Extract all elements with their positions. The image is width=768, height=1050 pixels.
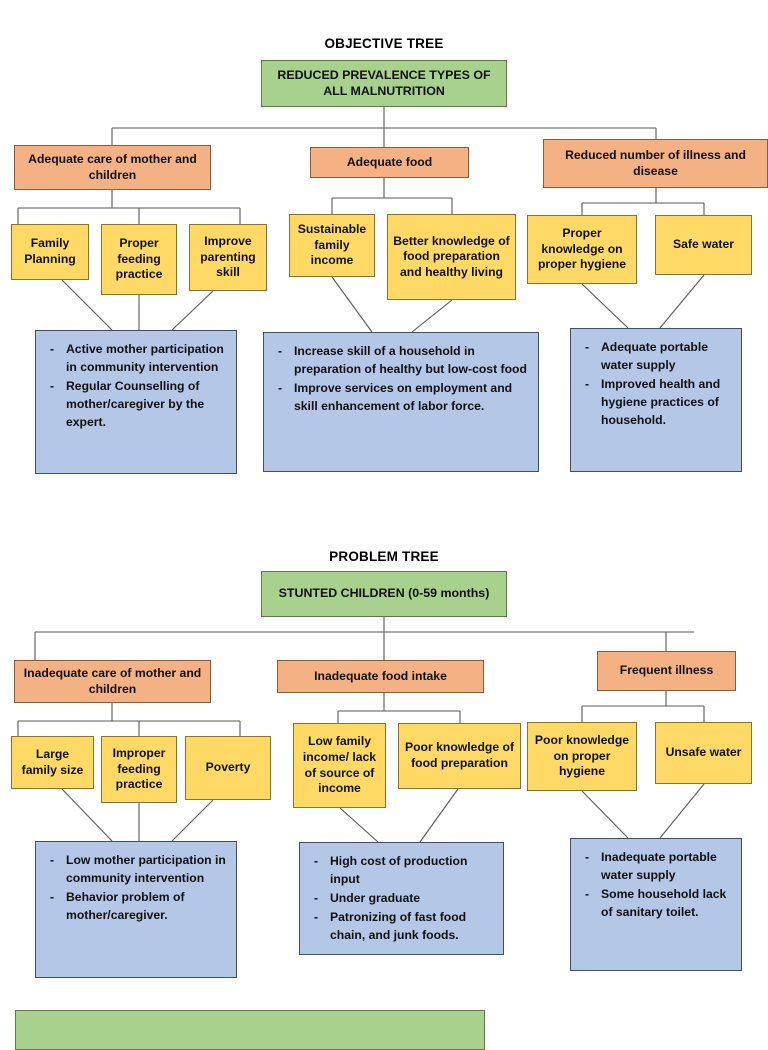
problem-root-box: STUNTED CHILDREN (0-59 months): [261, 571, 507, 617]
problem-b2-child-2: Poor knowledge of food preparation: [398, 723, 521, 789]
list-item: Improve services on employment and skill…: [272, 379, 528, 415]
problem-b1-outcome-box: Low mother participation in community in…: [35, 841, 237, 978]
problem-tree-title: PROBLEM TREE: [329, 549, 439, 564]
problem-branch-1-heading: Inadequate care of mother and children: [14, 660, 211, 703]
objective-branch-1-heading: Adequate care of mother and children: [14, 145, 211, 190]
third-tree-root-box: [15, 1010, 485, 1050]
objective-b2-child-2: Better knowledge of food preparation and…: [387, 214, 516, 300]
list-item: Adequate portable water supply: [579, 338, 731, 374]
objective-b1-child-2: Proper feeding practice: [101, 224, 177, 295]
objective-b2-outcome-box: Increase skill of a household in prepara…: [263, 332, 539, 472]
objective-b2-outcome-list: Increase skill of a household in prepara…: [272, 342, 528, 415]
objective-b1-outcome-box: Active mother participation in community…: [35, 330, 237, 474]
objective-b3-outcome-box: Adequate portable water supply Improved …: [570, 328, 742, 472]
problem-b1-outcome-list: Low mother participation in community in…: [44, 851, 226, 924]
list-item: Patronizing of fast food chain, and junk…: [308, 908, 493, 944]
objective-b3-child-1: Proper knowledge on proper hygiene: [527, 215, 637, 284]
problem-b1-child-1: Large family size: [11, 736, 94, 789]
objective-b2-child-1: Sustainable family income: [289, 214, 375, 277]
list-item: Active mother participation in community…: [44, 340, 226, 376]
diagram-canvas: OBJECTIVE TREE REDUCED PREVALENCE TYPES …: [0, 0, 768, 1024]
objective-root-box: REDUCED PREVALENCE TYPES OF ALL MALNUTRI…: [261, 60, 507, 107]
problem-b1-child-2: Improper feeding practice: [101, 736, 177, 803]
list-item: Some household lack of sanitary toilet.: [579, 885, 731, 921]
list-item: Under graduate: [308, 889, 493, 907]
problem-b3-outcome-list: Inadequate portable water supply Some ho…: [579, 848, 731, 921]
problem-b2-outcome-list: High cost of production input Under grad…: [308, 852, 493, 944]
objective-b3-outcome-list: Adequate portable water supply Improved …: [579, 338, 731, 429]
problem-branch-2-heading: Inadequate food intake: [277, 660, 484, 693]
objective-b1-outcome-list: Active mother participation in community…: [44, 340, 226, 431]
problem-b3-child-1: Poor knowledge on proper hygiene: [527, 722, 637, 791]
problem-b3-outcome-box: Inadequate portable water supply Some ho…: [570, 838, 742, 971]
problem-b2-child-1: Low family income/ lack of source of inc…: [293, 723, 386, 808]
objective-b1-child-3: Improve parenting skill: [189, 224, 267, 291]
list-item: Behavior problem of mother/caregiver.: [44, 888, 226, 924]
objective-branch-2-heading: Adequate food: [310, 147, 469, 178]
objective-tree-title: OBJECTIVE TREE: [324, 36, 444, 51]
problem-b3-child-2: Unsafe water: [655, 722, 752, 784]
problem-branch-3-heading: Frequent illness: [597, 651, 736, 691]
objective-branch-3-heading: Reduced number of illness and disease: [543, 139, 768, 188]
objective-b1-child-1: Family Planning: [11, 224, 89, 280]
list-item: High cost of production input: [308, 852, 493, 888]
list-item: Inadequate portable water supply: [579, 848, 731, 884]
list-item: Increase skill of a household in prepara…: [272, 342, 528, 378]
list-item: Regular Counselling of mother/caregiver …: [44, 377, 226, 431]
problem-b1-child-3: Poverty: [185, 736, 271, 800]
problem-b2-outcome-box: High cost of production input Under grad…: [299, 842, 504, 955]
objective-b3-child-2: Safe water: [655, 215, 752, 275]
list-item: Improved health and hygiene practices of…: [579, 375, 731, 429]
list-item: Low mother participation in community in…: [44, 851, 226, 887]
